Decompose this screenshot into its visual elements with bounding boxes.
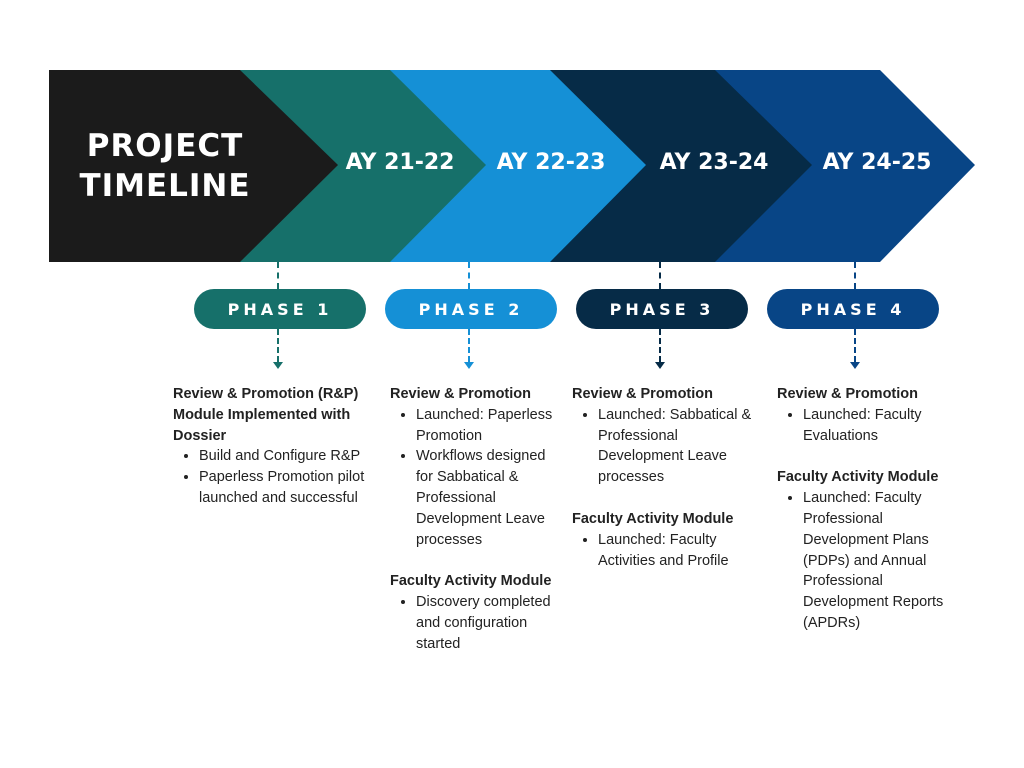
list-item: Launched: Faculty Professional Developme… (803, 488, 959, 634)
year-label-4: AY 24-25 (822, 150, 932, 175)
section-heading: Faculty Activity Module (572, 510, 734, 527)
arrow-down-icon (273, 362, 283, 369)
connector-4-bottom (854, 329, 856, 362)
list-item: Launched: Sabbatical & Professional Deve… (598, 405, 762, 488)
connector-3-top (659, 262, 661, 289)
list-item: Discovery completed and configuration st… (416, 592, 566, 654)
list-item: Launched: Faculty Activities and Profile (598, 530, 762, 572)
connector-2-bottom (468, 329, 470, 362)
year-label-3: AY 23-24 (659, 150, 769, 175)
section-heading: Review & Promotion (R&P) Module Implemen… (173, 386, 359, 444)
connector-1-bottom (277, 329, 279, 362)
timeline-banner (49, 70, 975, 262)
phase-2-pill: PHASE 2 (385, 289, 557, 329)
section-heading: Faculty Activity Module (390, 573, 552, 590)
section-heading: Review & Promotion (390, 386, 531, 402)
year-label-1: AY 21-22 (345, 150, 455, 175)
phase-3-details: Review & Promotion Launched: Sabbatical … (572, 384, 762, 571)
bullet-list: Launched: Paperless Promotion Workflows … (390, 405, 566, 551)
list-item: Paperless Promotion pilot launched and s… (199, 467, 373, 509)
section-heading: Review & Promotion (777, 386, 918, 402)
bullet-list: Launched: Faculty Evaluations (777, 405, 959, 447)
section-heading: Faculty Activity Module (777, 469, 939, 486)
arrow-down-icon (655, 362, 665, 369)
phase-3-pill: PHASE 3 (576, 289, 748, 329)
phase-4-details: Review & Promotion Launched: Faculty Eva… (777, 384, 959, 634)
bullet-list: Launched: Sabbatical & Professional Deve… (572, 405, 762, 488)
arrow-down-icon (850, 362, 860, 369)
title-chevron (49, 70, 338, 262)
bullet-list: Launched: Faculty Professional Developme… (777, 488, 959, 634)
list-item: Build and Configure R&P (199, 446, 373, 467)
bullet-list: Build and Configure R&P Paperless Promot… (173, 446, 373, 508)
phase2-chevron (390, 70, 646, 262)
phase4-chevron (715, 70, 975, 262)
list-item: Launched: Paperless Promotion (416, 405, 566, 447)
bullet-list: Discovery completed and configuration st… (390, 592, 566, 654)
connector-2-top (468, 262, 470, 289)
phase-1-pill: PHASE 1 (194, 289, 366, 329)
connector-1-top (277, 262, 279, 289)
timeline-title-line2: TIMELINE (79, 168, 251, 204)
connector-3-bottom (659, 329, 661, 362)
phase-1-details: Review & Promotion (R&P) Module Implemen… (173, 384, 373, 509)
arrow-down-icon (464, 362, 474, 369)
phase-2-details: Review & Promotion Launched: Paperless P… (390, 384, 566, 655)
phase1-chevron (240, 70, 486, 262)
phase-4-pill: PHASE 4 (767, 289, 939, 329)
phase3-chevron (550, 70, 812, 262)
list-item: Launched: Faculty Evaluations (803, 405, 959, 447)
bullet-list: Launched: Faculty Activities and Profile (572, 530, 762, 572)
connector-4-top (854, 262, 856, 289)
timeline-title-line1: PROJECT (86, 128, 244, 164)
list-item: Workflows designed for Sabbatical & Prof… (416, 446, 566, 550)
year-label-2: AY 22-23 (496, 150, 606, 175)
section-heading: Review & Promotion (572, 386, 713, 402)
